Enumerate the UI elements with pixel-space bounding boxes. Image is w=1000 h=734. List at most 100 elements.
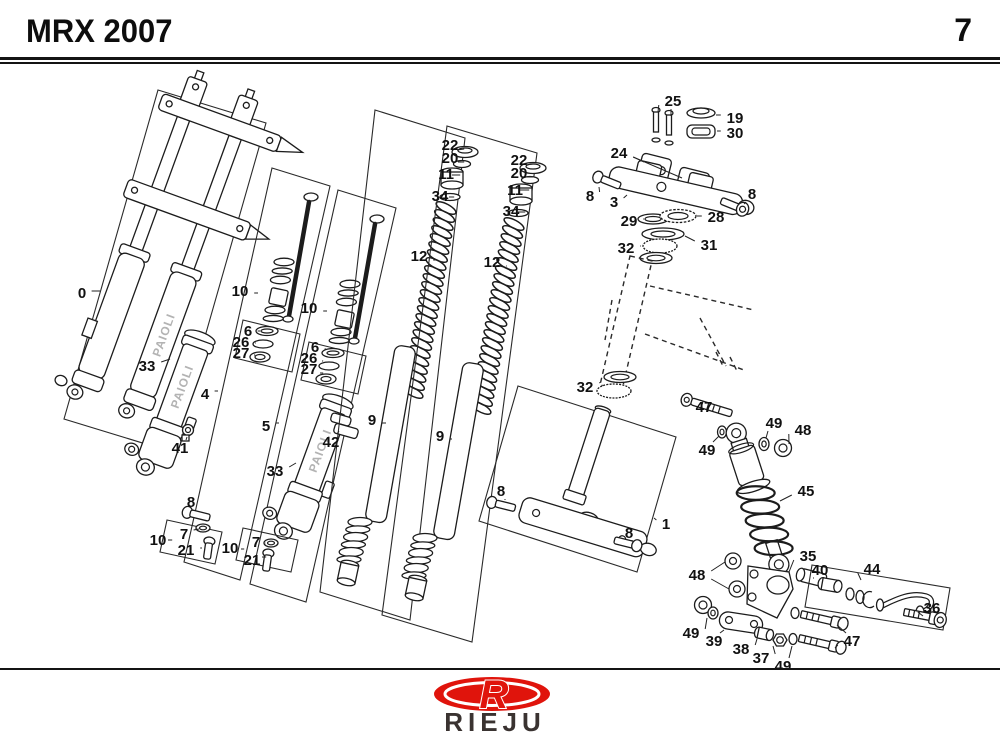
part-label-27: 27 bbox=[233, 345, 250, 362]
piston-rings-b bbox=[401, 532, 438, 580]
damper-rod-b bbox=[348, 214, 385, 345]
leader-line bbox=[788, 645, 793, 659]
part-label-8: 8 bbox=[497, 483, 505, 500]
leader-line bbox=[598, 186, 601, 193]
handlebar-screws-25 bbox=[651, 106, 674, 146]
leader-line bbox=[743, 201, 747, 205]
part-label-32: 32 bbox=[577, 379, 594, 396]
leader-line bbox=[710, 561, 726, 572]
bushing-38 bbox=[753, 626, 775, 642]
damper-tube-b bbox=[433, 362, 484, 541]
fork-cap-set-a bbox=[439, 145, 479, 202]
footer-rule bbox=[0, 668, 1000, 670]
washer-49-a bbox=[716, 425, 728, 439]
leader-line bbox=[710, 578, 730, 590]
leader-line bbox=[754, 638, 758, 646]
part-label-12: 12 bbox=[411, 248, 428, 265]
piston-rings-a bbox=[336, 516, 373, 564]
leader-line bbox=[779, 494, 793, 502]
leader-line bbox=[598, 381, 602, 384]
part-label-0: 0 bbox=[78, 285, 86, 302]
crown-bolt-8-right bbox=[719, 197, 750, 217]
leader-line bbox=[712, 435, 720, 443]
part-label-49: 49 bbox=[766, 415, 783, 432]
seal-set-a bbox=[249, 325, 279, 363]
group-box-5 bbox=[249, 189, 397, 603]
brand-wordmark: RIEJU bbox=[444, 707, 546, 734]
part-label-32: 32 bbox=[618, 240, 635, 257]
part-label-49: 49 bbox=[683, 625, 700, 642]
tube-clamp-42 bbox=[330, 412, 359, 440]
part-label-25: 25 bbox=[665, 93, 682, 110]
drain-bolt-8a bbox=[181, 505, 211, 522]
part-label-28: 28 bbox=[708, 209, 725, 226]
part-label-22: 22 bbox=[511, 152, 528, 169]
group-box-4 bbox=[183, 167, 331, 581]
dogbone-link-39 bbox=[718, 611, 764, 634]
part-label-10: 10 bbox=[150, 532, 167, 549]
bearing-cone-28 bbox=[659, 208, 697, 224]
group-box-1 bbox=[478, 385, 677, 573]
bearing-32-upper bbox=[639, 238, 678, 265]
leader-line bbox=[657, 104, 660, 113]
leader-line bbox=[917, 611, 924, 617]
washer-49-b bbox=[758, 436, 770, 452]
part-label-40: 40 bbox=[812, 562, 829, 579]
crown-bolt-8-left bbox=[592, 170, 622, 190]
header-rule-thick bbox=[0, 57, 1000, 60]
linkage-plate-35 bbox=[746, 565, 794, 619]
part-label-33: 33 bbox=[139, 358, 156, 375]
bottom-bush-a bbox=[336, 559, 360, 587]
part-label-4: 4 bbox=[201, 386, 210, 403]
part-label-9: 9 bbox=[368, 412, 376, 429]
part-label-42: 42 bbox=[323, 434, 340, 451]
part-label-24: 24 bbox=[611, 145, 628, 162]
leader-line bbox=[633, 156, 683, 179]
part-label-11: 11 bbox=[438, 166, 454, 183]
group-box-spring-b bbox=[381, 125, 538, 643]
washer-stack-a bbox=[269, 257, 295, 285]
part-label-29: 29 bbox=[621, 213, 638, 230]
part-label-21: 21 bbox=[244, 552, 261, 569]
part-label-20: 20 bbox=[511, 165, 528, 182]
part-label-11: 11 bbox=[507, 182, 523, 199]
part-label-8: 8 bbox=[187, 494, 195, 511]
part-label-8: 8 bbox=[625, 525, 633, 542]
rebound-cylinder-a bbox=[268, 287, 289, 307]
leader-line bbox=[857, 572, 862, 581]
part-label-47: 47 bbox=[844, 633, 861, 650]
part-label-7: 7 bbox=[180, 526, 188, 543]
seal-kit-box-a bbox=[234, 319, 301, 373]
part-label-10: 10 bbox=[301, 300, 318, 317]
washer-49-c bbox=[707, 606, 719, 620]
pinch-bolt-41 bbox=[181, 423, 195, 442]
part-label-1: 1 bbox=[662, 516, 670, 533]
washer-stack-b bbox=[335, 279, 361, 307]
damper-rod-a bbox=[282, 192, 319, 323]
clamp-bolt-8-left bbox=[486, 495, 517, 512]
clamp-block-30 bbox=[686, 124, 716, 139]
part-label-38: 38 bbox=[733, 641, 750, 658]
part-label-9: 9 bbox=[436, 428, 444, 445]
part-label-7: 7 bbox=[252, 534, 260, 551]
part-label-26: 26 bbox=[301, 350, 318, 367]
part-label-6: 6 bbox=[311, 339, 319, 356]
part-label-39: 39 bbox=[706, 633, 723, 650]
part-label-37: 37 bbox=[753, 650, 770, 667]
page-title: MRX 2007 bbox=[26, 13, 173, 50]
front-fork-assembly: PAIOLI bbox=[54, 69, 305, 419]
steering-stem bbox=[562, 405, 612, 506]
bolt-36 bbox=[902, 608, 947, 629]
part-label-19: 19 bbox=[727, 110, 744, 127]
part-label-30: 30 bbox=[727, 125, 744, 142]
shock-bolt-47-top bbox=[680, 392, 733, 418]
part-label-44: 44 bbox=[864, 561, 881, 578]
part-label-6: 6 bbox=[244, 323, 252, 340]
part-label-49: 49 bbox=[775, 658, 792, 669]
bottom-clamp bbox=[518, 497, 657, 558]
bolt-kit-a bbox=[195, 523, 216, 560]
linkage-bolts-47 bbox=[788, 606, 849, 655]
part-label-34: 34 bbox=[503, 203, 520, 220]
header-rule-thin bbox=[0, 62, 1000, 64]
